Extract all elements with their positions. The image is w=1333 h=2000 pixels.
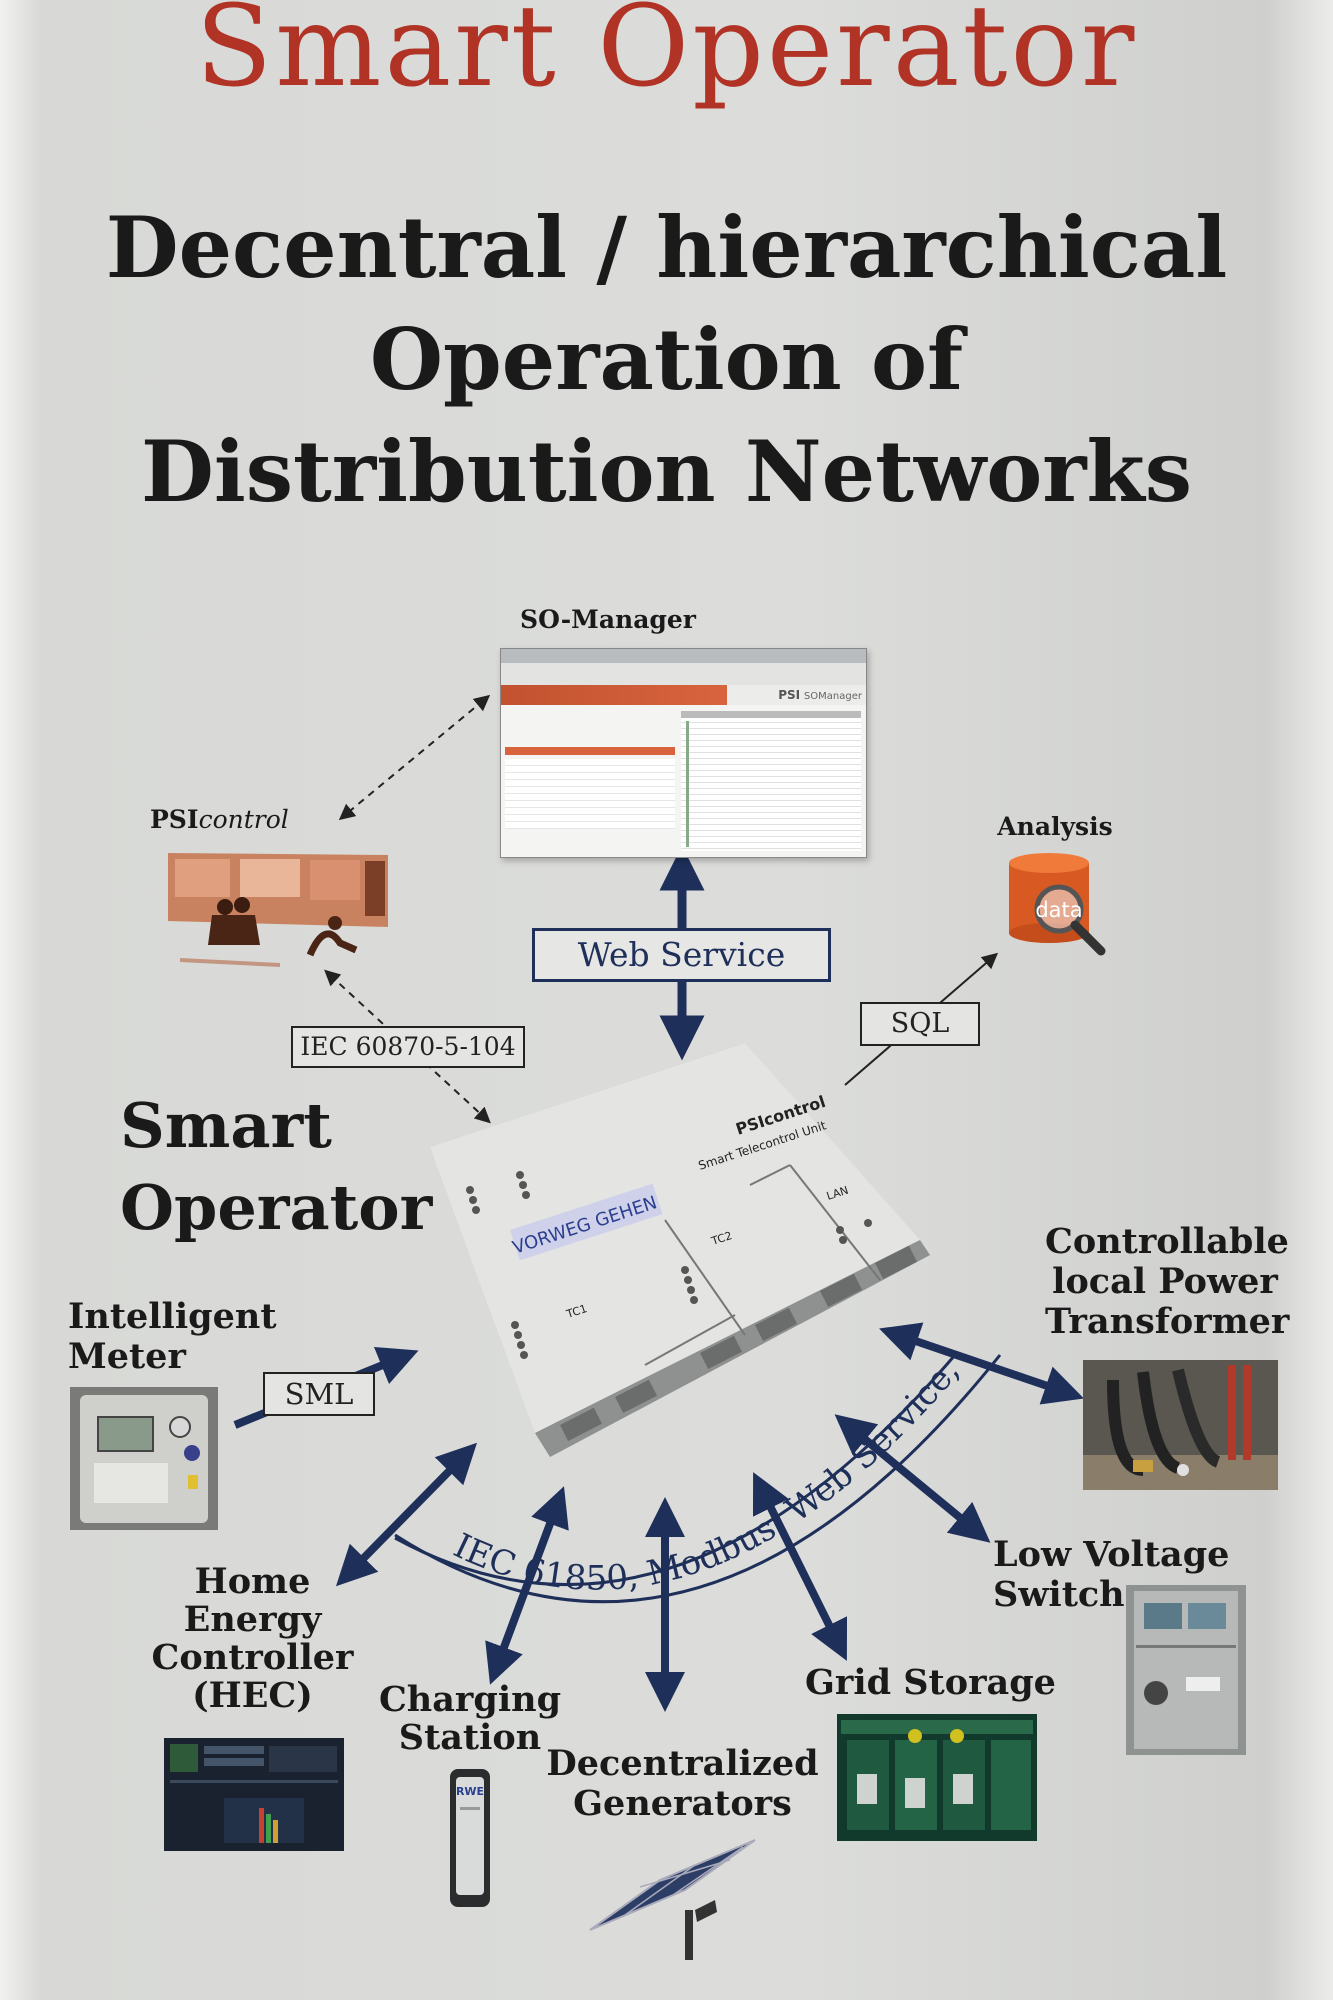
device-section-tc2: TC2	[709, 1229, 734, 1248]
grid-storage-label: Grid Storage	[805, 1662, 1056, 1703]
intelligent-meter-label-2: Meter	[68, 1336, 186, 1377]
generators-label-2: Generators	[573, 1783, 792, 1824]
so-manager-screenshot: PSI SOManager	[500, 648, 867, 858]
iec-104-box: IEC 60870-5-104	[291, 1026, 525, 1068]
arrow-low-voltage	[834, 1414, 991, 1543]
psicontrol-label-suffix: control	[198, 805, 289, 834]
so-manager-window-logo: PSI	[778, 688, 801, 702]
database-icon-text: data	[1035, 898, 1082, 922]
dashed-link-somanager-psicontrol	[338, 694, 491, 821]
web-service-box: Web Service	[532, 928, 831, 982]
so-manager-window-product: SOManager	[803, 691, 862, 702]
smart-operator-label-1: Smart	[120, 1089, 332, 1162]
transformer-label-3: Transformer	[1045, 1301, 1290, 1342]
subtitle-line-3: Distribution Networks	[141, 422, 1192, 521]
control-room-image	[168, 853, 388, 967]
charging-station-brand: RWE	[456, 1785, 484, 1798]
generators-label-1: Decentralized	[546, 1743, 819, 1784]
hec-dashboard-image	[164, 1738, 344, 1851]
so-manager-label: SO-Manager	[520, 605, 696, 634]
subtitle-line-1: Decentral / hierarchical	[105, 198, 1228, 297]
analysis-label: Analysis	[997, 812, 1113, 841]
smart-operator-label-2: Operator	[120, 1171, 433, 1244]
psicontrol-label: PSIcontrol	[150, 805, 330, 835]
transformer-label-2: local Power	[1052, 1261, 1278, 1302]
arrow-storage	[752, 1472, 848, 1661]
solar-panel-image	[589, 1839, 756, 1960]
sql-box: SQL	[860, 1002, 980, 1046]
hec-label-4: (HEC)	[192, 1675, 313, 1716]
arrow-transformer	[879, 1322, 1084, 1405]
sml-box: SML	[263, 1372, 375, 1416]
hec-label-3: Controller	[151, 1637, 354, 1678]
charging-station-label-2: Station	[398, 1717, 542, 1758]
low-voltage-label-1: Low Voltage	[993, 1534, 1230, 1575]
subtitle-line-2: Operation of	[369, 310, 964, 409]
grid-storage-image	[837, 1714, 1037, 1841]
device-section-tc1: TC1	[564, 1302, 589, 1321]
low-voltage-switch-image	[1126, 1585, 1246, 1755]
transformer-label-1: Controllable	[1045, 1221, 1289, 1262]
intelligent-meter-label-1: Intelligent	[68, 1296, 277, 1337]
charging-station-image: RWE	[450, 1769, 490, 1907]
hec-label-2: Energy	[183, 1599, 322, 1640]
transformer-image	[1083, 1360, 1278, 1490]
poster-title: Smart Operator	[195, 0, 1138, 112]
database-icon: data	[1009, 853, 1106, 956]
charging-station-label-1: Charging	[378, 1679, 562, 1720]
arrow-hec	[335, 1442, 478, 1587]
hec-label-1: Home	[194, 1561, 311, 1602]
meter-image	[70, 1387, 218, 1530]
smart-telecontrol-unit: VORWEG GEHEN PSIcontrol Smart Telecontro…	[430, 1043, 930, 1457]
arrow-charging	[485, 1486, 569, 1685]
low-voltage-label-2: Switch	[993, 1574, 1125, 1615]
psicontrol-label-prefix: PSI	[150, 805, 199, 834]
